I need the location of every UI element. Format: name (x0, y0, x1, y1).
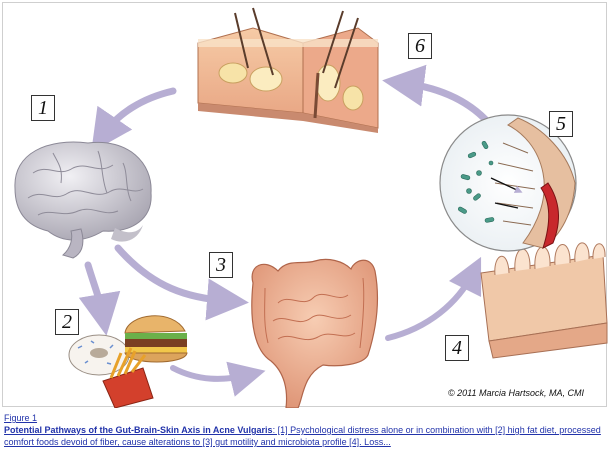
arrow-brain-to-food (78, 261, 121, 336)
microbiota-magnified-view (439, 114, 577, 252)
step-6-label: 6 (408, 33, 432, 59)
gut-brain-skin-diagram (14, 7, 608, 408)
caption-body: : [1] Psychological distress alone or in… (4, 425, 601, 447)
arrow-food-to-gut (170, 361, 266, 397)
caption-link[interactable]: Potential Pathways of the Gut-Brain-Skin… (4, 425, 601, 447)
step-2-label: 2 (55, 309, 79, 335)
step-3-label: 3 (209, 252, 233, 278)
arrow-gut-to-villi (385, 256, 482, 341)
food-illustration (68, 315, 188, 408)
step-4-label: 4 (445, 335, 469, 361)
figure-caption: Figure 1 Potential Pathways of the Gut-B… (4, 412, 606, 448)
figure-frame: 1 2 3 4 5 6 © 2011 Marcia Hartsock, MA, … (2, 2, 608, 408)
arrow-skin-to-brain (91, 87, 177, 153)
villi-illustration (480, 242, 608, 359)
copyright-notice: © 2011 Marcia Hartsock, MA, CMI (448, 388, 584, 398)
brain-illustration (14, 141, 152, 259)
intestine-illustration (251, 258, 379, 408)
arrow-brain-to-gut (114, 244, 249, 321)
caption-title: Potential Pathways of the Gut-Brain-Skin… (4, 425, 273, 435)
figure-link[interactable]: Figure 1 (4, 413, 38, 423)
step-1-label: 1 (31, 95, 55, 121)
skin-illustration (197, 7, 379, 133)
step-5-label: 5 (549, 111, 573, 137)
